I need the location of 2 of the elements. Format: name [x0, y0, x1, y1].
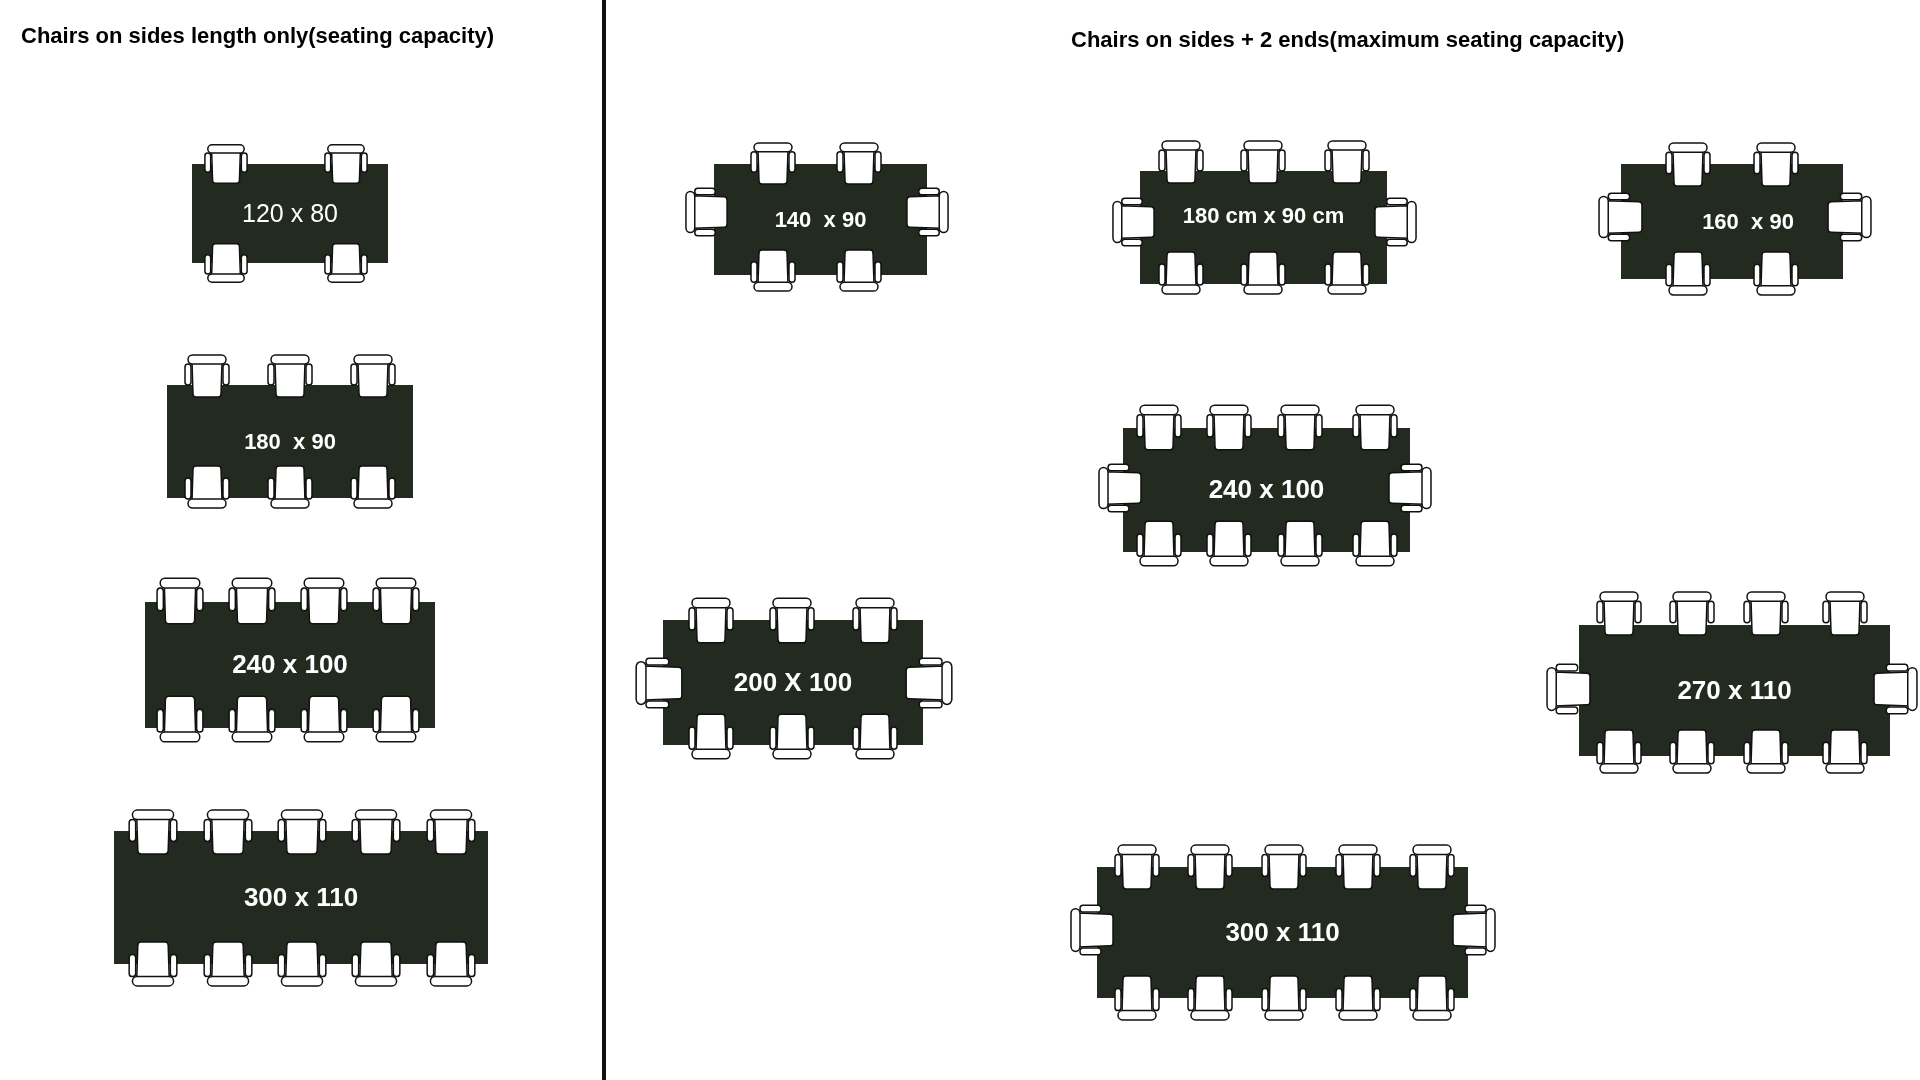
section-heading: Chairs on sides + 2 ends(maximum seating capacity) [1071, 27, 1625, 53]
section-heading: Chairs on sides length only(seating capacity) [21, 23, 495, 49]
